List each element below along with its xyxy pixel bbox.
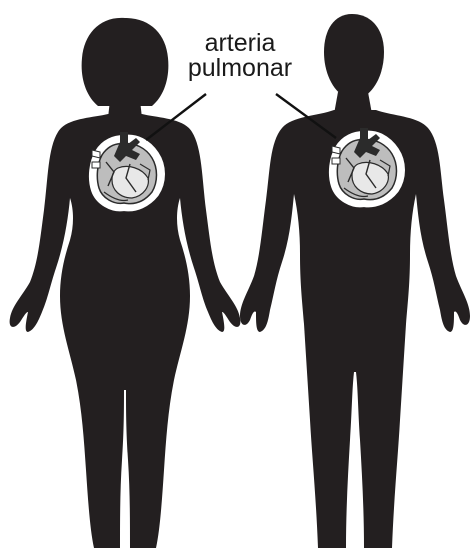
callout-label-line2: pulmonar bbox=[170, 55, 310, 82]
callout-label-line1: arteria bbox=[170, 30, 310, 57]
female-silhouette bbox=[10, 18, 241, 548]
male-silhouette bbox=[240, 14, 470, 548]
